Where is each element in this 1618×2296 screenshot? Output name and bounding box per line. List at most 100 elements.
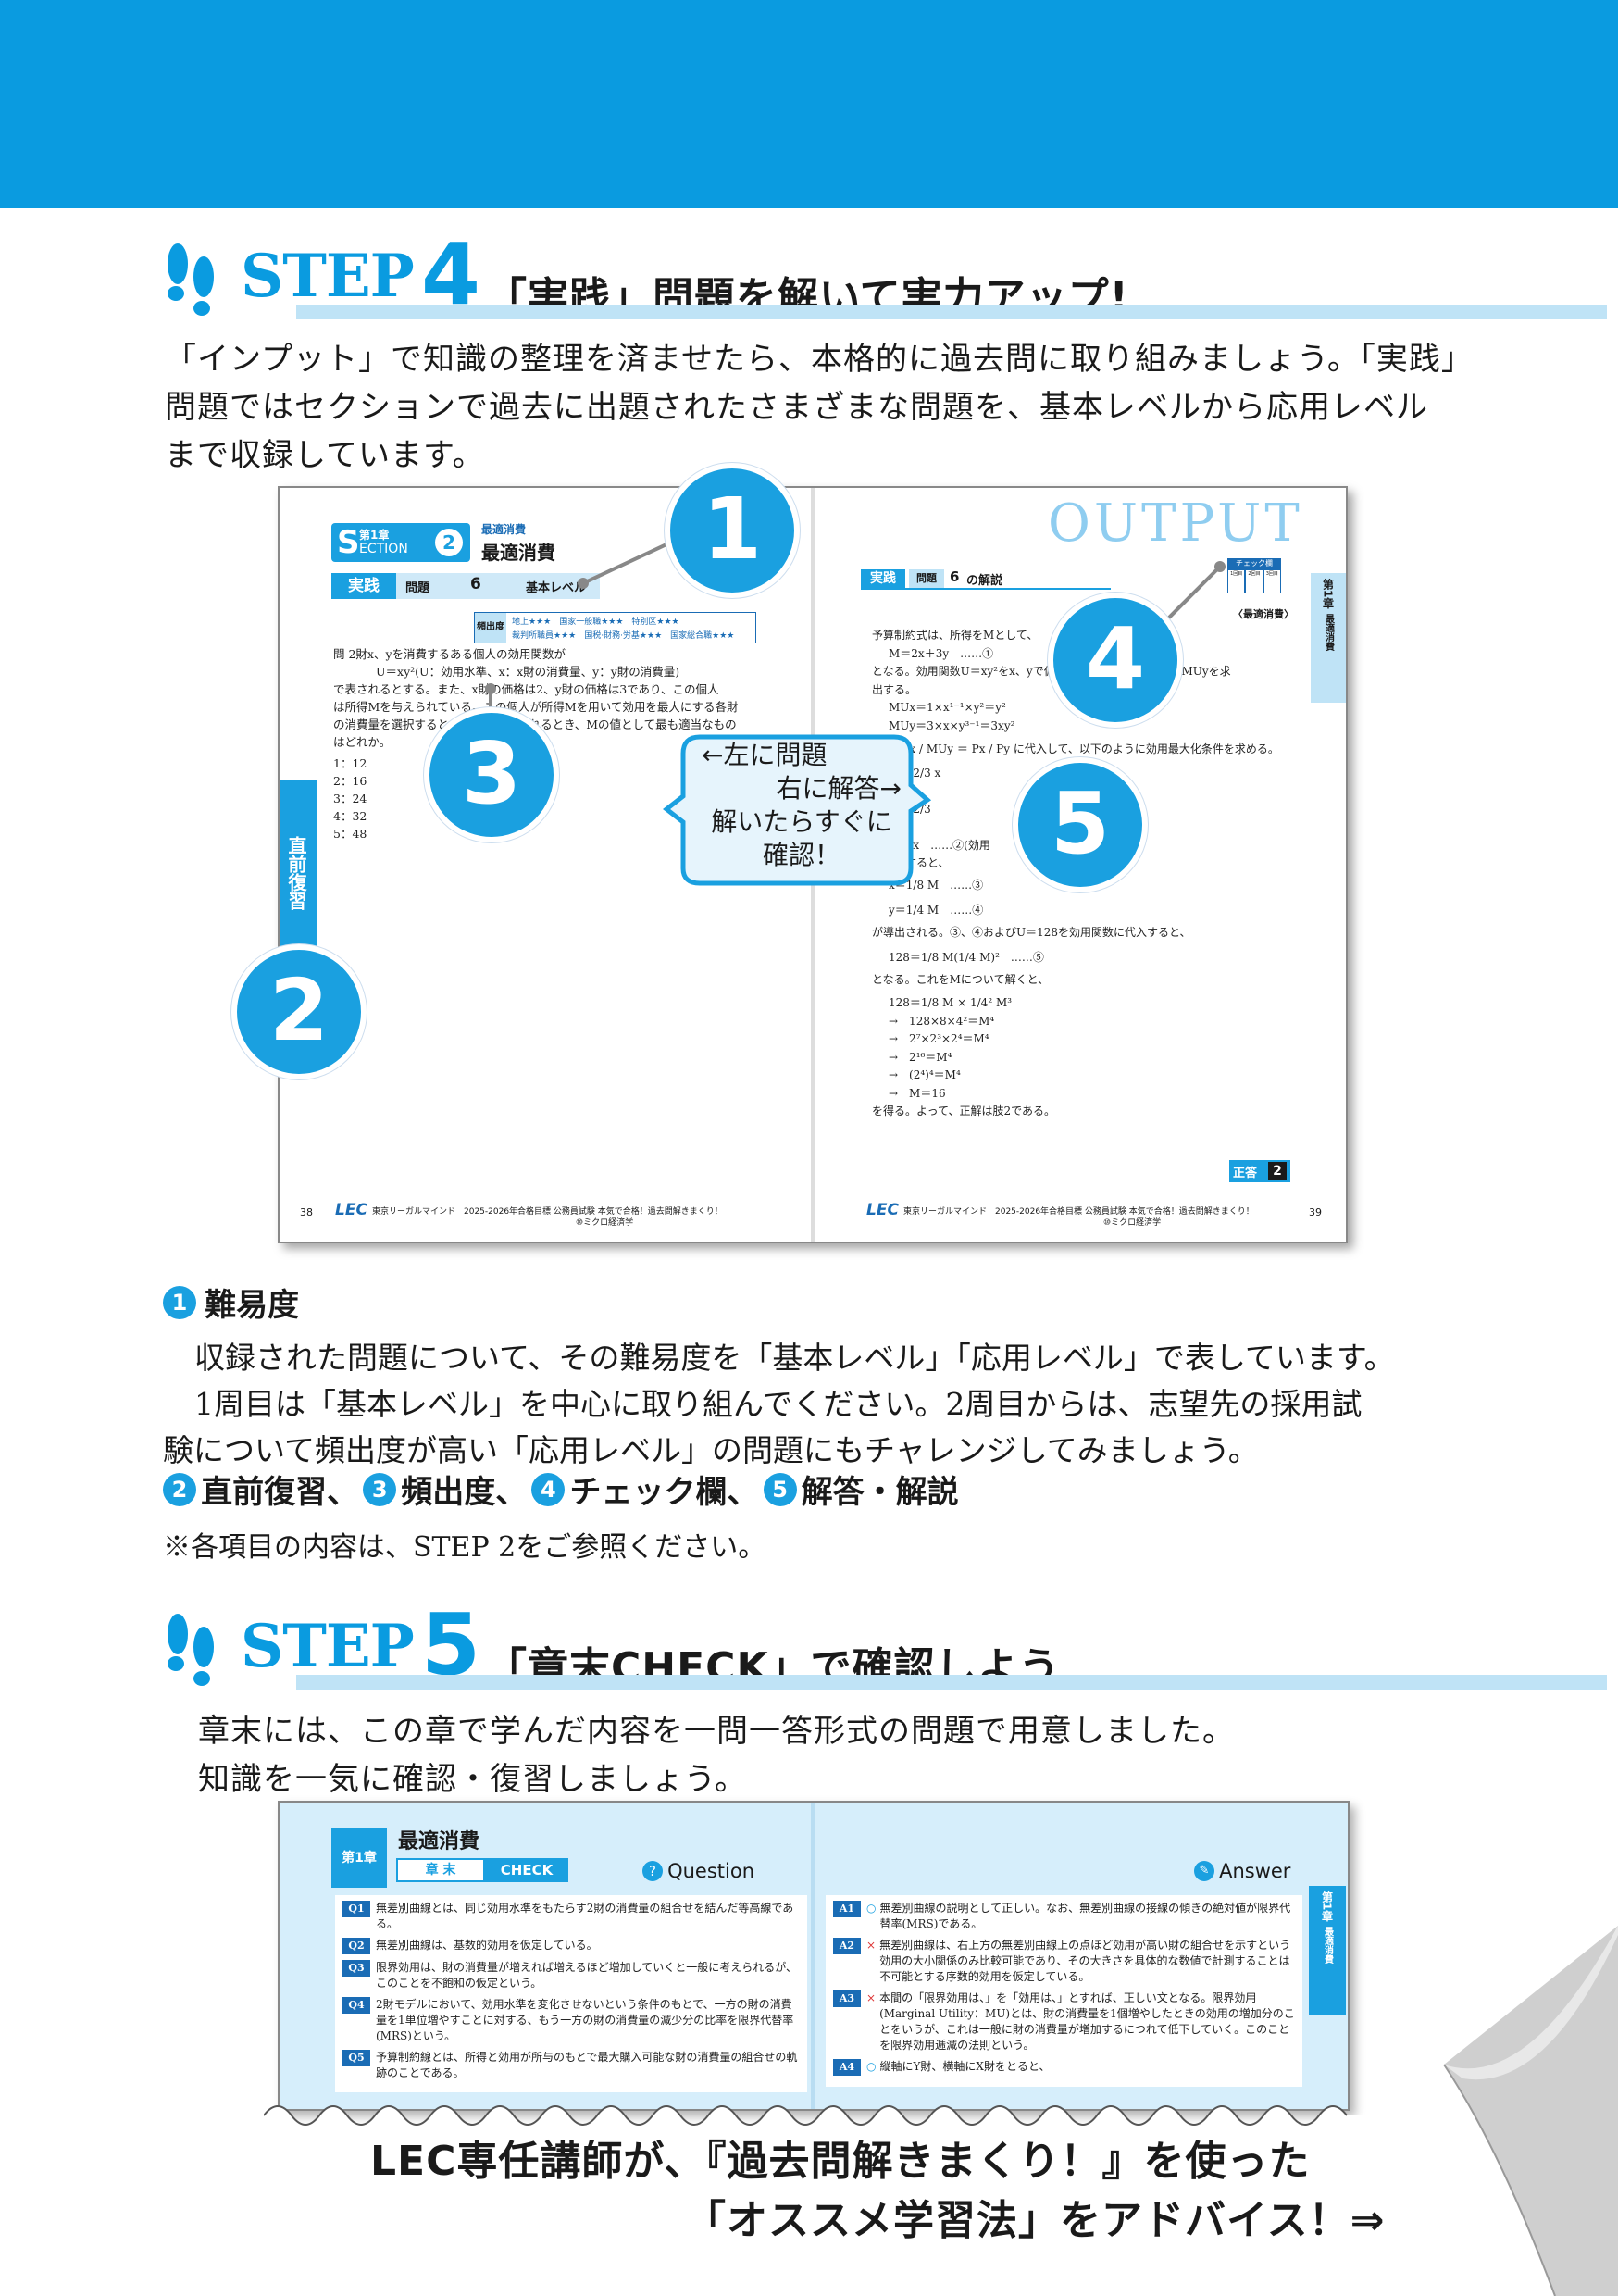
section-heading: 最適消費 <box>481 542 555 564</box>
paragraph-line: 収録された問題について、その難易度を「基本レベル」「応用レベル」で表しています。 <box>194 1340 1395 1376</box>
step4-underline <box>296 305 1607 319</box>
question-text: 無差別曲線とは、同じ効用水準をもたらす2財の消費量の組合せを結んだ等高線である。 <box>376 1902 794 1930</box>
question-tag: Q3 <box>342 1960 370 1977</box>
page-number-left: 38 <box>300 1206 313 1218</box>
number-badge: 4 <box>531 1472 566 1506</box>
solution-line: → M＝16 <box>889 1086 946 1100</box>
answer-mark: ○ <box>866 2060 877 2073</box>
answer-mark: ○ <box>866 1902 877 1915</box>
side-topic: 最適消費 <box>1323 614 1334 652</box>
check-heading: 最適消費 <box>398 1830 480 1853</box>
step4-word: STEP <box>241 242 415 311</box>
answer-text: 本間の「限界効用は、」を「効用は、」とすれば、正しい文となる。限界効用(Marg… <box>879 1991 1295 2052</box>
question-line: はどれか。 <box>333 735 392 749</box>
section-s: S <box>337 524 360 561</box>
answer-text: 縦軸にY財、横軸にX財をとると、 <box>879 2060 1051 2073</box>
question-icon: ? <box>642 1861 663 1881</box>
chapter-label: 第1章 <box>359 529 390 542</box>
answer-label: Answer <box>1219 1860 1291 1882</box>
marker-2: 2 <box>231 944 367 1079</box>
marker-4: 4 <box>1048 593 1183 728</box>
chapter-side-tab: 第1章 最適消費 <box>1311 573 1346 703</box>
solution-line: → 2¹⁶＝M⁴ <box>889 1050 952 1064</box>
check-cell[interactable]: 3回目 <box>1263 569 1281 593</box>
section-number: 2 <box>435 529 463 556</box>
legend-title: 頻出度、 <box>401 1474 528 1511</box>
marker-5: 5 <box>1013 757 1148 892</box>
correct-number: 2 <box>1268 1162 1287 1180</box>
answer-text: 無差別曲線の説明として正しい。なお、無差別曲線の接線の傾きの絶対値が限界代替率(… <box>879 1902 1291 1930</box>
callout-text: ←左に問題 右に解答→ 解いたらすぐに 確認！ <box>691 739 913 872</box>
intro-line: 知識を一気に確認・復習しましょう。 <box>198 1761 747 1798</box>
number-badge: 5 <box>763 1472 797 1506</box>
marker-connectors <box>485 517 1226 741</box>
output-banner: OUTPUT <box>1048 493 1303 554</box>
frequency-row: 地上★★★ 国家一般職★★★ 特別区★★★ <box>512 618 679 627</box>
frequency-row: 裁判所職員★★★ 国税·財務·労基★★★ 国家総合職★★★ <box>512 631 735 641</box>
question-line: 問 2財x、yを消費するある個人の効用関数が <box>333 647 566 661</box>
section-badge: S 第1章 ECTION 2 <box>331 523 470 562</box>
check-tabs: 章 末 CHECK <box>396 1858 568 1882</box>
explanation-label: の解説 <box>966 574 1003 588</box>
answer-header: ✎ Answer <box>1194 1860 1290 1882</box>
correct-answer-badge: 正答 2 <box>1229 1160 1290 1182</box>
solution-line: → (2⁴)⁴＝M⁴ <box>889 1068 961 1081</box>
callout-line: ←左に問題 <box>702 740 828 770</box>
legend-title: 解答・解説 <box>801 1474 959 1511</box>
lec-logo: LEC <box>866 1201 899 1219</box>
chapter-badge: 第1章 <box>331 1828 387 1888</box>
question-list: Q1 無差別曲線とは、同じ効用水準をもたらす2財の消費量の組合せを結んだ等高線であ… <box>335 1895 807 2092</box>
question-label: Question <box>667 1860 755 1882</box>
choice: 3：24 <box>333 792 367 805</box>
frequency-label: 頻出度 <box>475 613 506 643</box>
choice: 2：16 <box>333 774 367 788</box>
marker-3: 3 <box>424 707 559 842</box>
explanation-bar: 実践 問題 6 の解説 <box>861 568 1111 590</box>
check-cell[interactable]: 1回目 <box>1227 569 1246 593</box>
step4-heading: STEP 4 「実践」問題を解いて実力アップ! <box>157 225 1607 329</box>
legend-heading-difficulty: 1 難易度 <box>163 1279 299 1325</box>
problem-label: 問題 <box>405 581 430 595</box>
solution-line: 128＝1/8 M × 1/4² M³ <box>889 996 1013 1009</box>
question-tag: Q4 <box>342 1997 370 2014</box>
practice-tag: 実践 <box>331 573 396 599</box>
topic-label: 〈最適消費〉 <box>1233 608 1294 620</box>
question-line: U＝xy²(U：効用水準、x：x財の消費量、y：y財の消費量) <box>376 665 680 679</box>
lec-logo: LEC <box>335 1201 367 1219</box>
check-cell[interactable]: 2回目 <box>1245 569 1263 593</box>
problem-number: 6 <box>950 568 960 585</box>
question-tag: Q1 <box>342 1901 370 1917</box>
solution-line: → 128×8×4²＝M⁴ <box>889 1014 995 1028</box>
step5-heading: STEP 5 「章末CHECK」で確認しよう <box>157 1595 1607 1699</box>
question-text: 2財モデルにおいて、効用水準を変化させないという条件のもとで、一方の財の消費量を… <box>376 1998 794 2042</box>
page-curl <box>1443 1926 1618 2296</box>
cta-line-2[interactable]: 「オススメ学習法」をアドバイス！⇒ <box>685 2197 1386 2244</box>
solution-line: を得る。よって、正解は肢2である。 <box>872 1104 1055 1117</box>
number-badge: 3 <box>363 1472 397 1506</box>
answer-mark: × <box>866 1991 877 2004</box>
question-tag: Q5 <box>342 2050 370 2066</box>
chapter-side-tab: 第1章 最適消費 <box>1309 1886 1346 2015</box>
section-word: ECTION <box>359 542 408 556</box>
section-kicker: 最適消費 <box>481 523 527 536</box>
number-badge: 2 <box>163 1472 196 1506</box>
book-spread-check: 第1章 最適消費 章 末 CHECK ? Question ✎ Answer 第… <box>278 1801 1350 2111</box>
problem-bar: 実践 問題 6 基本レベル <box>331 573 600 599</box>
solution-line: x＝2x ……②(効用 <box>889 838 990 852</box>
legend-title: 難易度 <box>205 1287 300 1324</box>
problem-number: 6 <box>470 575 481 593</box>
intro-line: 「インプット」で知識の整理を済ませたら、本格的に過去問に取り組みましょう。「実践… <box>165 341 1474 378</box>
answer-icon: ✎ <box>1194 1861 1214 1881</box>
question-item: Q1 無差別曲線とは、同じ効用水準をもたらす2財の消費量の組合せを結んだ等高線であ… <box>342 1901 800 1932</box>
paragraph-line: 験について頻出度が高い「応用レベル」の問題にもチャレンジしてみましょう。 <box>163 1432 1259 1468</box>
top-banner <box>0 0 1618 208</box>
torn-edge <box>264 2105 1365 2143</box>
intro-line: まで収録しています。 <box>165 437 485 474</box>
choice: 4：32 <box>333 809 367 823</box>
solution-line: 予算制約式は、所得をMとして、 <box>872 629 1039 642</box>
solution-line: MUx＝1×x¹⁻¹×y²＝y² <box>889 701 1006 714</box>
callout-line: 右に解答→ <box>776 773 902 804</box>
